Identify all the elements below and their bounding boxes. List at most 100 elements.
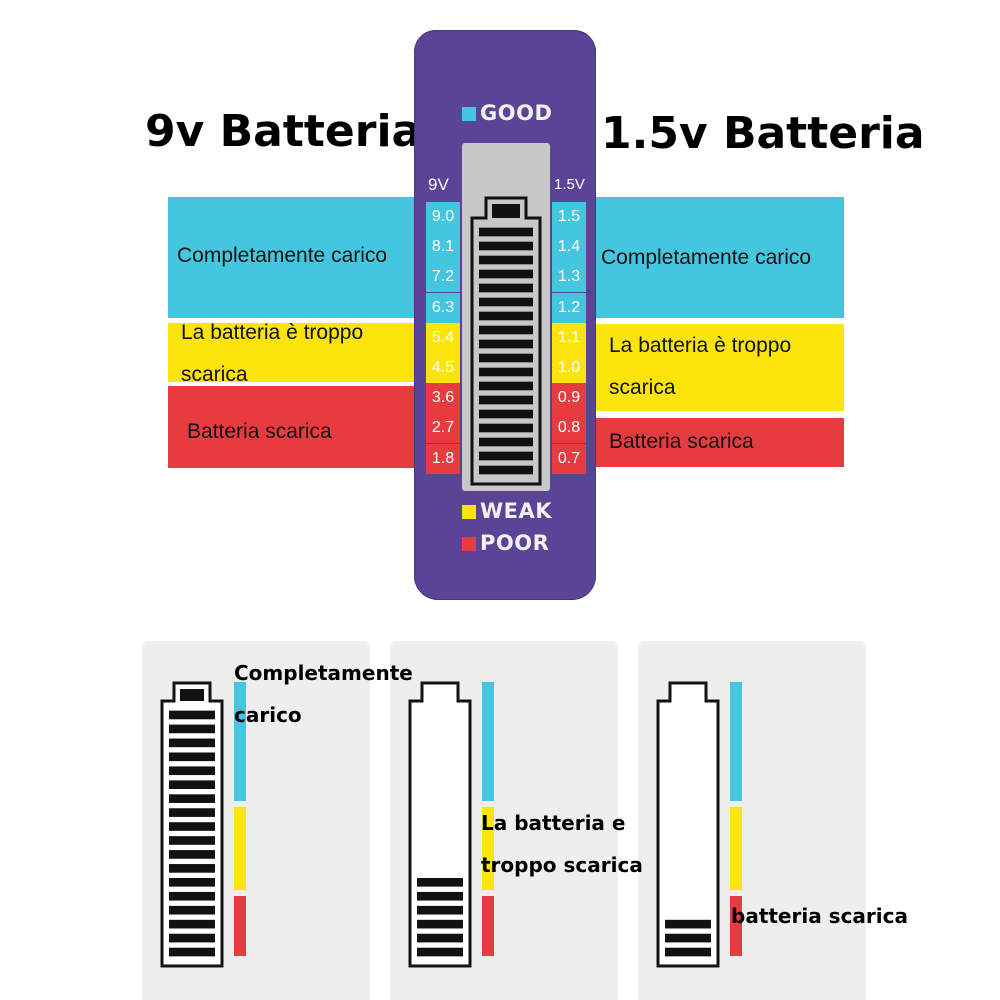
panel-0-battery-bar [169,780,215,790]
tester-battery-bar [479,353,533,363]
panel-2-battery-outline [656,681,720,968]
panel-0-battery-bar [169,710,215,720]
tester-battery-icon [470,196,542,486]
panel-0-battery-bar [169,919,215,929]
panel-2-strip-poor [730,896,742,956]
panel-0-battery-cap-bar [180,689,204,701]
tester-battery-bar [479,423,533,433]
tester-battery-bar [479,227,533,237]
panel-1-strip-good [482,682,494,801]
band-right-weak-text: La batteria è troppo scarica [609,334,792,399]
panel-0-battery-bar [169,877,215,887]
panel-0-battery-bar [169,822,215,831]
band-right-poor: Batteria scarica [592,418,844,467]
panel-full-battery-icon [160,681,246,968]
tester-battery-bar [479,283,533,293]
band-right-poor-text: Batteria scarica [609,430,754,453]
panel-0-battery-bar [169,808,215,817]
scale-9v-value-3: 6.3 [426,292,460,323]
scale-9v-value-0: 9.0 [426,202,460,232]
panel-weak-caption-line2: troppo scarica [481,853,643,877]
tester-battery-bar [479,381,533,391]
tester-battery-bar [479,437,533,447]
panel-weak-battery-icon [408,681,494,968]
panel-2-strip-weak [730,807,742,890]
scale-9v-value-5: 4.5 [426,353,460,383]
title-1-5v: 1.5v Batteria [601,108,925,159]
band-right-full-text: Completamente carico [601,246,812,269]
tester-battery-bar [479,241,533,251]
panel-2-strip-good [730,682,742,801]
good-label: GOOD [480,101,553,125]
scale-1-5v-value-5: 1.0 [552,353,586,383]
weak-label: WEAK [480,499,553,523]
band-left-weak-text: La batteria è troppo scarica [181,321,364,386]
panel-2-battery-bar [665,919,711,929]
tester-battery-bar [479,325,533,335]
tester-battery-bar [479,465,533,475]
panel-full-caption-line1: Completamente [234,661,413,685]
scale-1-5v-value-8: 0.7 [552,443,586,474]
tester-battery-bar [479,269,533,279]
band-right-weak: La batteria è troppo scarica [592,324,844,411]
panel-1-strip-weak [482,807,494,890]
tester-battery-bar [479,339,533,349]
band-left-weak: La batteria è troppo scarica [168,321,420,386]
tester-battery-bar [479,451,533,461]
panel-0-battery-bar [169,850,215,859]
panel-1-battery-bar [417,919,463,929]
panel-poor-battery-icon [656,681,742,968]
title-9v: 9v Batteria [145,106,422,157]
weak-indicator-icon [462,505,476,519]
poor-indicator-icon [462,537,476,551]
panel-1-battery-bar [417,891,463,901]
band-left-poor: Batteria scarica [168,386,420,468]
panel-0-battery-bar [169,752,215,762]
scale-1-5v-value-4: 1.1 [552,322,586,353]
scale-9v-value-1: 8.1 [426,232,460,263]
panel-0-battery-bar [169,766,215,776]
tester-battery-bar [479,255,533,265]
tester-battery-bar [479,367,533,377]
tester-battery-bar [479,395,533,405]
band-left-full: Completamente carico [168,197,420,318]
tester-battery-outline [470,196,542,486]
scale-9v-value-2: 7.2 [426,262,460,293]
scale-1-5v-value-3: 1.2 [552,292,586,323]
scale-1-5v-value-7: 0.8 [552,413,586,444]
panel-2-battery-bar [665,947,711,957]
tester-battery-bar [479,311,533,321]
panel-1-battery-bar [417,877,463,887]
tester-battery-cap-bar [492,204,520,218]
scale-1-5v-value-0: 1.5 [552,202,586,232]
good-indicator-icon [462,107,476,121]
scale-9v-value-4: 5.4 [426,322,460,353]
panel-0-strip-poor [234,896,246,956]
panel-full-caption-line2: carico [234,703,302,727]
scale-9v-header: 9V [428,175,449,194]
scale-9v-value-7: 2.7 [426,413,460,444]
scale-9v-value-8: 1.8 [426,443,460,474]
panel-1-battery-bar [417,905,463,915]
scale-1-5v-value-2: 1.3 [552,262,586,293]
panel-1-battery-bar [417,947,463,957]
band-left-poor-text: Batteria scarica [187,420,332,443]
poor-label: POOR [480,531,550,555]
scale-1-5v-value-1: 1.4 [552,232,586,263]
panel-0-battery-bar [169,891,215,901]
panel-0-battery-bar [169,947,215,957]
panel-weak-caption-line1: La batteria e [481,811,626,835]
panel-0-battery-bar [169,864,215,873]
panel-poor-caption: batteria scarica [731,895,908,937]
tester-battery-bar [479,297,533,307]
panel-1-battery-bar [417,933,463,943]
band-left-full-text: Completamente carico [177,244,388,267]
panel-0-strip-good [234,682,246,801]
scale-1-5v-header: 1.5V [554,176,585,193]
panel-poor-caption-line1: batteria scarica [731,904,909,928]
panel-0-battery-bar [169,724,215,734]
panel-full-caption: Completamente carico [234,652,413,736]
panel-0-battery-bar [169,794,215,803]
panel-0-battery-bar [169,836,215,845]
panel-0-battery-bar [169,738,215,748]
